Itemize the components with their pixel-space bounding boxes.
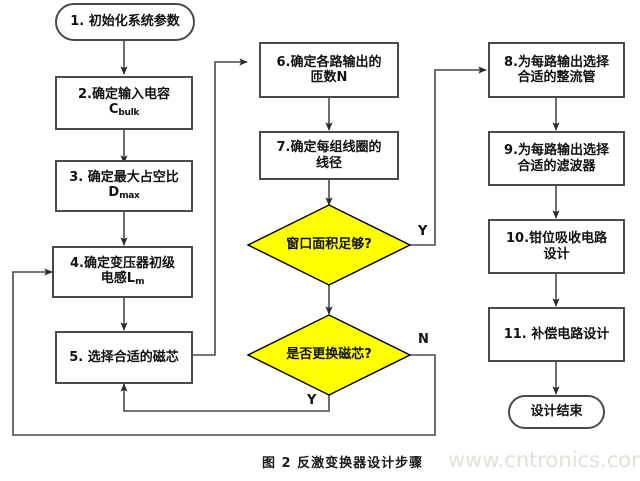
site-watermark: www.cntronics.com — [448, 448, 640, 472]
node-step-6-text: 6.确定各路输出的 匝数N — [277, 55, 382, 86]
connector-5-to-6 — [193, 58, 248, 356]
node-step-6-line1: 6.确定各路输出的 — [276, 54, 382, 70]
node-step-10-line2: 设计 — [543, 246, 570, 262]
connector-decision2-yes-to-5 — [120, 383, 330, 412]
node-start-label: 1. 初始化系统参数 — [70, 14, 180, 30]
node-step-7-line1: 7.确定每组线圈的 — [276, 140, 382, 156]
node-decision-window-area-label: 窗口面积足够? — [286, 237, 372, 253]
branch-label-decision1-yes: Y — [418, 224, 428, 239]
decision-shape-window-area — [246, 204, 412, 286]
branch-label-decision2-no: N — [418, 332, 429, 347]
node-start[interactable]: 1. 初始化系统参数 — [55, 3, 195, 41]
node-step-3-text: 3. 确定最大占空比 Dmax — [69, 170, 179, 202]
node-step-9-text: 9.为每路输出选择 合适的滤波器 — [504, 143, 609, 174]
node-step-8-text: 8.为每路输出选择 合适的整流管 — [504, 55, 609, 86]
node-step-4[interactable]: 4.确定变压器初级 电感Lm — [52, 246, 193, 298]
node-step-7[interactable]: 7.确定每组线圈的 线径 — [259, 131, 399, 180]
node-step-8-line1: 8.为每路输出选择 — [504, 54, 609, 70]
node-step-10[interactable]: 10.钳位吸收电路 设计 — [488, 219, 625, 274]
node-step-9-line2: 合适的滤波器 — [517, 158, 596, 174]
decision-shape-replace-core — [246, 314, 412, 396]
node-step-2-text: 2.确定输入电容 Cbulk — [78, 87, 170, 119]
node-step-2-line1: 2.确定输入电容 — [78, 87, 170, 103]
node-end[interactable]: 设计结束 — [508, 395, 605, 429]
node-step-2-line2: Cbulk — [108, 102, 140, 119]
node-step-6[interactable]: 6.确定各路输出的 匝数N — [259, 42, 399, 98]
node-step-4-text: 4.确定变压器初级 电感Lm — [70, 256, 175, 288]
branch-label-decision2-yes: Y — [307, 393, 317, 408]
node-step-10-line1: 10.钳位吸收电路 — [505, 231, 608, 247]
node-decision-window-area[interactable]: 窗口面积足够? — [248, 205, 410, 285]
node-step-6-line2: 匝数N — [310, 70, 348, 85]
node-step-2[interactable]: 2.确定输入电容 Cbulk — [55, 76, 193, 130]
node-step-8[interactable]: 8.为每路输出选择 合适的整流管 — [488, 42, 625, 98]
node-decision-replace-core-label: 是否更换磁芯? — [286, 347, 372, 363]
node-step-11[interactable]: 11. 补偿电路设计 — [488, 307, 625, 362]
node-decision-replace-core[interactable]: 是否更换磁芯? — [248, 315, 410, 395]
node-step-3-line1: 3. 确定最大占空比 — [69, 170, 179, 186]
node-step-8-line2: 合适的整流管 — [517, 70, 596, 85]
node-step-3[interactable]: 3. 确定最大占空比 Dmax — [55, 160, 193, 212]
node-step-9[interactable]: 9.为每路输出选择 合适的滤波器 — [488, 131, 625, 186]
node-step-9-line1: 9.为每路输出选择 — [504, 143, 609, 159]
node-end-label: 设计结束 — [530, 404, 583, 420]
node-step-7-text: 7.确定每组线圈的 线径 — [277, 140, 382, 171]
figure-caption: 图 2 反激变换器设计步骤 — [262, 456, 424, 471]
node-step-11-label: 11. 补偿电路设计 — [503, 326, 610, 342]
node-step-10-text: 10.钳位吸收电路 设计 — [506, 231, 607, 262]
node-step-4-line1: 4.确定变压器初级 — [70, 256, 175, 272]
connector-decision2-no-to-4 — [12, 268, 436, 436]
node-step-5[interactable]: 5. 选择合适的磁芯 — [55, 331, 193, 384]
node-step-7-line2: 线径 — [315, 155, 342, 171]
connector-decision1-yes-to-8 — [410, 66, 487, 246]
node-step-5-label: 5. 选择合适的磁芯 — [69, 349, 179, 365]
node-step-4-line2: 电感Lm — [100, 271, 145, 288]
node-step-3-line2: Dmax — [108, 185, 140, 202]
